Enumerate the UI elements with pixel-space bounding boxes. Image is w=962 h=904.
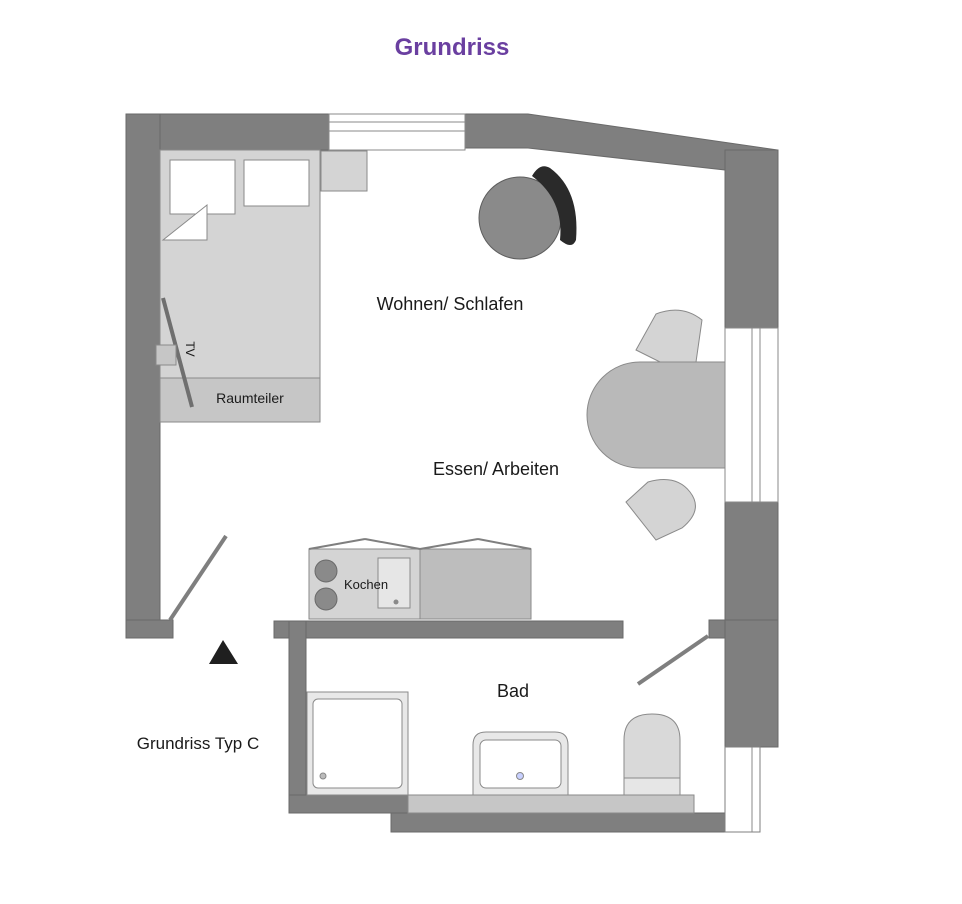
sink xyxy=(377,557,411,609)
wall-bath-bottom xyxy=(390,812,760,833)
kitchen-label: Kochen xyxy=(344,577,388,592)
wall-bath-top xyxy=(273,620,624,639)
pillow-right xyxy=(243,159,310,207)
entrance-door xyxy=(168,534,228,622)
kitchen xyxy=(308,538,532,620)
wall-right-middle xyxy=(724,501,779,625)
room-label-living: Wohnen/ Schlafen xyxy=(377,294,524,314)
room-divider-label: Raumteiler xyxy=(216,390,284,406)
windows xyxy=(328,113,779,832)
bed xyxy=(159,149,321,423)
dining-table xyxy=(586,309,726,541)
window-top xyxy=(328,113,466,151)
hob-top xyxy=(314,559,338,583)
wall-right-upper xyxy=(724,149,779,329)
bath-door xyxy=(636,634,710,686)
plan-subtitle: Grundriss Typ C xyxy=(137,734,260,753)
toilet xyxy=(623,713,681,796)
walls xyxy=(125,113,779,833)
entrance-arrow-icon xyxy=(209,640,238,664)
wall-right-lower xyxy=(724,619,779,748)
nightstand xyxy=(320,150,368,192)
bed-fold xyxy=(161,203,208,241)
hob-bottom xyxy=(314,587,338,611)
pillow-left xyxy=(169,159,236,215)
tv-label: TV xyxy=(183,341,197,356)
wall-left-return xyxy=(125,619,174,639)
room-label-bath: Bad xyxy=(497,681,529,701)
wall-bath-bottom-left xyxy=(288,794,410,814)
tv-icon xyxy=(155,297,194,408)
armchair xyxy=(478,166,577,260)
bathroom-fixtures xyxy=(306,691,695,814)
room-label-dining: Essen/ Arbeiten xyxy=(433,459,559,479)
wall-bath-left xyxy=(288,620,307,814)
window-bath xyxy=(724,746,761,833)
chair-top xyxy=(635,309,703,363)
plan-title: Grundriss xyxy=(394,34,510,61)
bath-counter xyxy=(407,794,695,814)
chair-bottom xyxy=(625,479,696,541)
wall-left xyxy=(125,113,161,639)
